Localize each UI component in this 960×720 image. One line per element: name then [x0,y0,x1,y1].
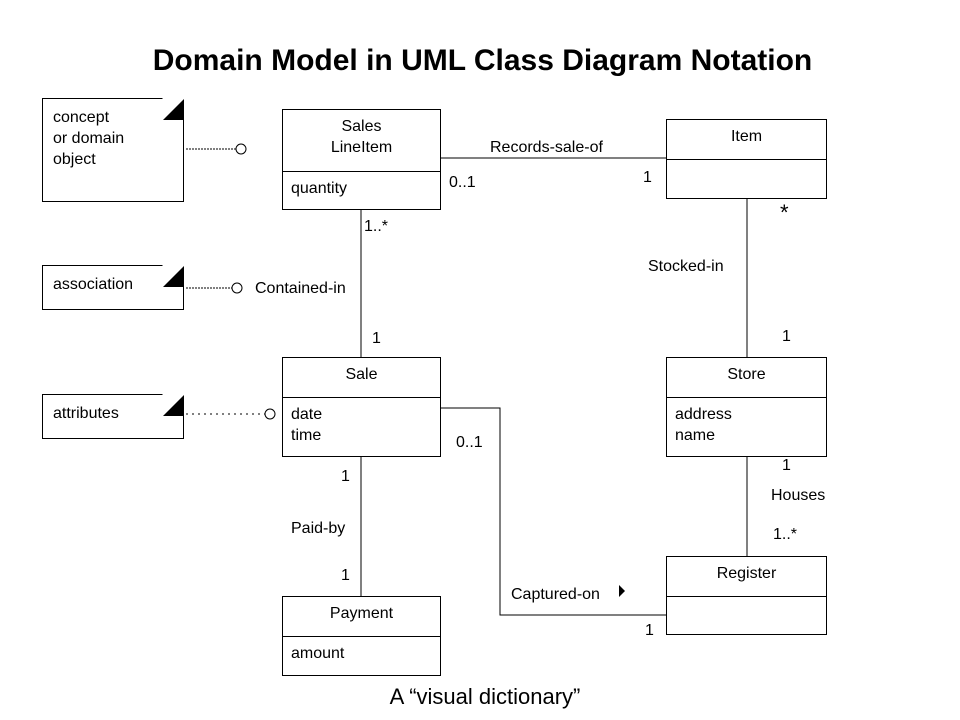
class-sale: Sale date time [282,357,441,457]
class-name: Sales LineItem [283,110,440,172]
houses-multiplicity-register: 1..* [773,526,798,543]
captured-on-label: Captured-on [511,586,600,603]
contained-in-label: Contained-in [255,280,346,297]
note-text: association [53,276,134,293]
class-attributes: address name [675,406,732,444]
stocked-in-label: Stocked-in [648,258,724,275]
association-note-anchor-circle [231,282,243,294]
captured-on-direction-arrow [619,585,625,597]
diagram-caption: A “visual dictionary” [389,684,581,709]
houses-label: Houses [771,487,826,504]
captured-on-multiplicity-sale: 0..1 [456,434,483,451]
records-sale-of-label: Records-sale-of [490,139,603,156]
stocked-in-multiplicity-store: 1 [782,328,791,345]
class-name: Payment [283,597,440,637]
class-name: Sale [283,358,440,398]
contained-in-multiplicity-sale: 1 [372,330,381,347]
class-name: Store [667,358,826,398]
note-concept: concept or domain object [42,98,184,202]
records-sale-of-multiplicity-item: 1 [643,169,652,186]
class-attributes: quantity [291,180,348,197]
class-name: Register [667,557,826,597]
captured-on-multiplicity-register: 1 [645,622,654,639]
class-item: Item [666,119,827,199]
class-attributes [667,597,826,603]
paid-by-multiplicity-sale: 1 [341,468,350,485]
captured-on-line [441,407,666,616]
note-text: attributes [53,405,119,422]
class-store: Store address name [666,357,827,457]
class-name: Item [667,120,826,160]
diagram-title: Domain Model in UML Class Diagram Notati… [152,44,813,77]
note-fold-triangle [163,99,184,120]
note-text: concept or domain object [53,109,125,168]
records-sale-of-multiplicity-sales-line-item: 0..1 [449,174,476,191]
houses-multiplicity-store: 1 [782,457,791,474]
contained-in-multiplicity-sales-line-item: 1..* [364,218,389,235]
class-register: Register [666,556,827,635]
class-attributes: date time [291,406,323,444]
note-association: association [42,265,184,310]
class-attributes: amount [291,645,345,662]
stocked-in-multiplicity-item: * [780,200,789,225]
note-fold-triangle [163,395,184,416]
concept-note-anchor-circle [235,143,247,155]
paid-by-multiplicity-payment: 1 [341,567,350,584]
attributes-note-anchor-circle [264,408,276,420]
note-fold-triangle [163,266,184,287]
class-attributes [667,160,826,166]
note-attributes: attributes [42,394,184,439]
class-payment: Payment amount [282,596,441,676]
class-sales-line-item: Sales LineItem quantity [282,109,441,210]
paid-by-label: Paid-by [291,520,346,537]
